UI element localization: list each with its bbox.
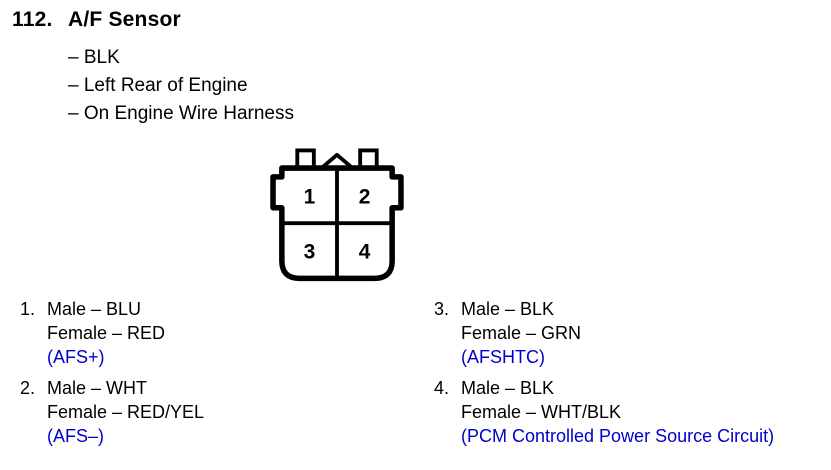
pinout-item-number: 1.	[20, 299, 36, 319]
pin-2-label: 2	[359, 185, 371, 208]
header: 112. A/F Sensor	[12, 8, 181, 32]
signal-name-line: (PCM Controlled Power Source Circuit)	[461, 426, 775, 446]
section-number: 112.	[12, 8, 53, 31]
pin-4-label: 4	[359, 241, 371, 264]
pinout-item-number: 3.	[434, 299, 450, 319]
signal-name-line: (AFS+)	[47, 347, 105, 367]
female-wire-line: Female – RED	[47, 323, 166, 343]
female-wire-line: Female – GRN	[461, 323, 582, 343]
pinout-item-2: 2. Male – WHT Female – RED/YEL (AFS–)	[20, 376, 420, 448]
detail-line-wire-color: – BLK	[68, 47, 120, 68]
pinout-item-4: 4. Male – BLK Female – WHT/BLK (PCM Cont…	[434, 376, 830, 448]
male-wire-line: Male – WHT	[47, 378, 148, 398]
pinout-item-number: 4.	[434, 378, 450, 398]
signal-name-line: (AFSHTC)	[461, 347, 545, 367]
connector-diagram: 1 2 3 4	[270, 148, 404, 282]
pinout-left-column: 1. Male – BLU Female – RED (AFS+) 2. Mal…	[20, 297, 420, 455]
pinout-right-column: 3. Male – BLK Female – GRN (AFSHTC) 4. M…	[434, 297, 830, 455]
pin-3-label: 3	[304, 241, 316, 264]
connector-latch-icon	[320, 152, 354, 170]
pinout-item-lines: Male – WHT Female – RED/YEL (AFS–)	[47, 376, 204, 448]
signal-name-line: (AFS–)	[47, 426, 105, 446]
detail-line-harness: – On Engine Wire Harness	[68, 103, 294, 124]
female-wire-line: Female – RED/YEL	[47, 402, 205, 422]
pinout-item-lines: Male – BLK Female – WHT/BLK (PCM Control…	[461, 376, 774, 448]
page-title: A/F Sensor	[68, 8, 181, 31]
pin-1-label: 1	[304, 185, 316, 208]
male-wire-line: Male – BLK	[461, 299, 555, 319]
pinout-item-3: 3. Male – BLK Female – GRN (AFSHTC)	[434, 297, 830, 369]
pinout-item-lines: Male – BLU Female – RED (AFS+)	[47, 297, 165, 369]
detail-line-location: – Left Rear of Engine	[68, 75, 248, 96]
female-wire-line: Female – WHT/BLK	[461, 402, 622, 422]
pinout-item-lines: Male – BLK Female – GRN (AFSHTC)	[461, 297, 581, 369]
male-wire-line: Male – BLK	[461, 378, 555, 398]
pinout-item-1: 1. Male – BLU Female – RED (AFS+)	[20, 297, 420, 369]
male-wire-line: Male – BLU	[47, 299, 142, 319]
pinout-item-number: 2.	[20, 378, 36, 398]
detail-list: – BLK – Left Rear of Engine – On Engine …	[68, 44, 294, 128]
